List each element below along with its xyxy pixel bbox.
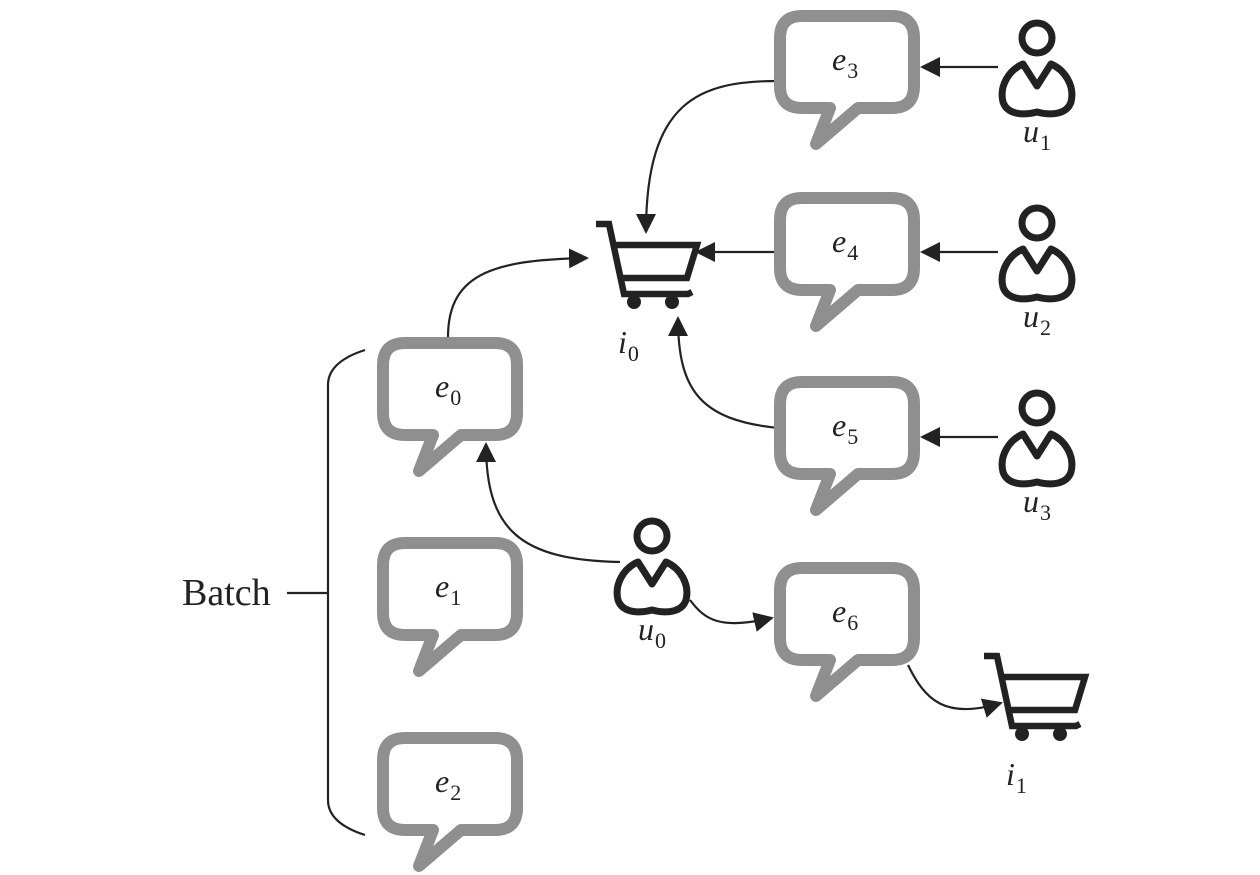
user-icon (998, 204, 1076, 303)
user-u1[interactable]: u1 (998, 19, 1076, 155)
item-i0[interactable]: i0 (596, 220, 702, 366)
event-bubble-e3[interactable]: e3 (774, 10, 920, 150)
user-label-u1-subscript: 1 (1040, 130, 1051, 155)
edge-u0-e6 (689, 599, 774, 632)
event-bubble-e4[interactable]: e4 (774, 192, 920, 332)
user-u0[interactable]: u0 (613, 517, 691, 653)
event-label-e2: e2 (435, 763, 461, 805)
event-label-e5-subscript: 5 (847, 424, 858, 449)
event-label-e4-subscript: 4 (847, 240, 858, 265)
event-bubble-e5[interactable]: e5 (774, 376, 920, 516)
event-label-e6: e6 (832, 593, 858, 635)
speech-bubble-icon (774, 562, 920, 702)
user-label-u3: u3 (1023, 483, 1051, 525)
edge-e0-i0 (446, 248, 589, 338)
item-label-i0: i0 (618, 324, 639, 366)
item-label-i1-base: i (1006, 756, 1015, 792)
event-bubble-e0[interactable]: e0 (377, 337, 523, 477)
speech-bubble-icon (774, 376, 920, 516)
item-label-i1-subscript: 1 (1016, 773, 1027, 798)
event-label-e3-base: e (832, 41, 846, 77)
user-icon (998, 389, 1076, 488)
batch-brace: Batch (182, 348, 366, 837)
event-label-e6-subscript: 6 (847, 610, 858, 635)
shopping-cart-icon (596, 220, 702, 309)
edge-e3-i0 (636, 79, 779, 234)
event-label-e0-subscript: 0 (450, 385, 461, 410)
event-label-e5-base: e (832, 407, 846, 443)
item-label-i0-subscript: 0 (628, 341, 639, 366)
event-label-e4: e4 (832, 223, 858, 265)
event-bubble-e6[interactable]: e6 (774, 562, 920, 702)
item-label-i1: i1 (1006, 756, 1027, 798)
event-label-e1-base: e (435, 568, 449, 604)
user-label-u2-subscript: 2 (1040, 315, 1051, 340)
user-label-u0-subscript: 0 (655, 628, 666, 653)
event-label-e2-base: e (435, 763, 449, 799)
event-bubble-e2[interactable]: e2 (377, 732, 523, 872)
speech-bubble-icon (377, 537, 523, 677)
speech-bubble-icon (774, 10, 920, 150)
event-label-e0-base: e (435, 368, 449, 404)
event-label-e6-base: e (832, 593, 846, 629)
event-label-e1-subscript: 1 (450, 585, 461, 610)
item-i1[interactable]: i1 (984, 652, 1090, 798)
speech-bubble-icon (377, 337, 523, 477)
shopping-cart-icon (984, 652, 1090, 741)
event-label-e5: e5 (832, 407, 858, 449)
edge-e5-i0 (668, 316, 779, 430)
user-u2[interactable]: u2 (998, 204, 1076, 340)
user-icon (613, 517, 691, 616)
event-bubble-e1[interactable]: e1 (377, 537, 523, 677)
event-label-e3: e3 (832, 41, 858, 83)
edge-e6-i1 (907, 664, 1003, 718)
item-label-i0-base: i (618, 324, 627, 360)
user-icon (998, 19, 1076, 118)
user-label-u0: u0 (638, 611, 666, 653)
user-label-u1-base: u (1023, 113, 1039, 149)
user-label-u2: u2 (1023, 298, 1051, 340)
event-label-e0: e0 (435, 368, 461, 410)
batch-label: Batch (182, 572, 271, 614)
speech-bubble-icon (774, 192, 920, 332)
user-u3[interactable]: u3 (998, 389, 1076, 525)
edge-u0-e0 (476, 442, 621, 564)
edges (446, 57, 1003, 718)
user-label-u0-base: u (638, 611, 654, 647)
event-label-e2-subscript: 2 (450, 780, 461, 805)
event-label-e1: e1 (435, 568, 461, 610)
event-label-e4-base: e (832, 223, 846, 259)
user-label-u2-base: u (1023, 298, 1039, 334)
speech-bubble-icon (377, 732, 523, 872)
user-label-u3-base: u (1023, 483, 1039, 519)
event-label-e3-subscript: 3 (847, 58, 858, 83)
user-label-u3-subscript: 3 (1040, 500, 1051, 525)
user-label-u1: u1 (1023, 113, 1051, 155)
